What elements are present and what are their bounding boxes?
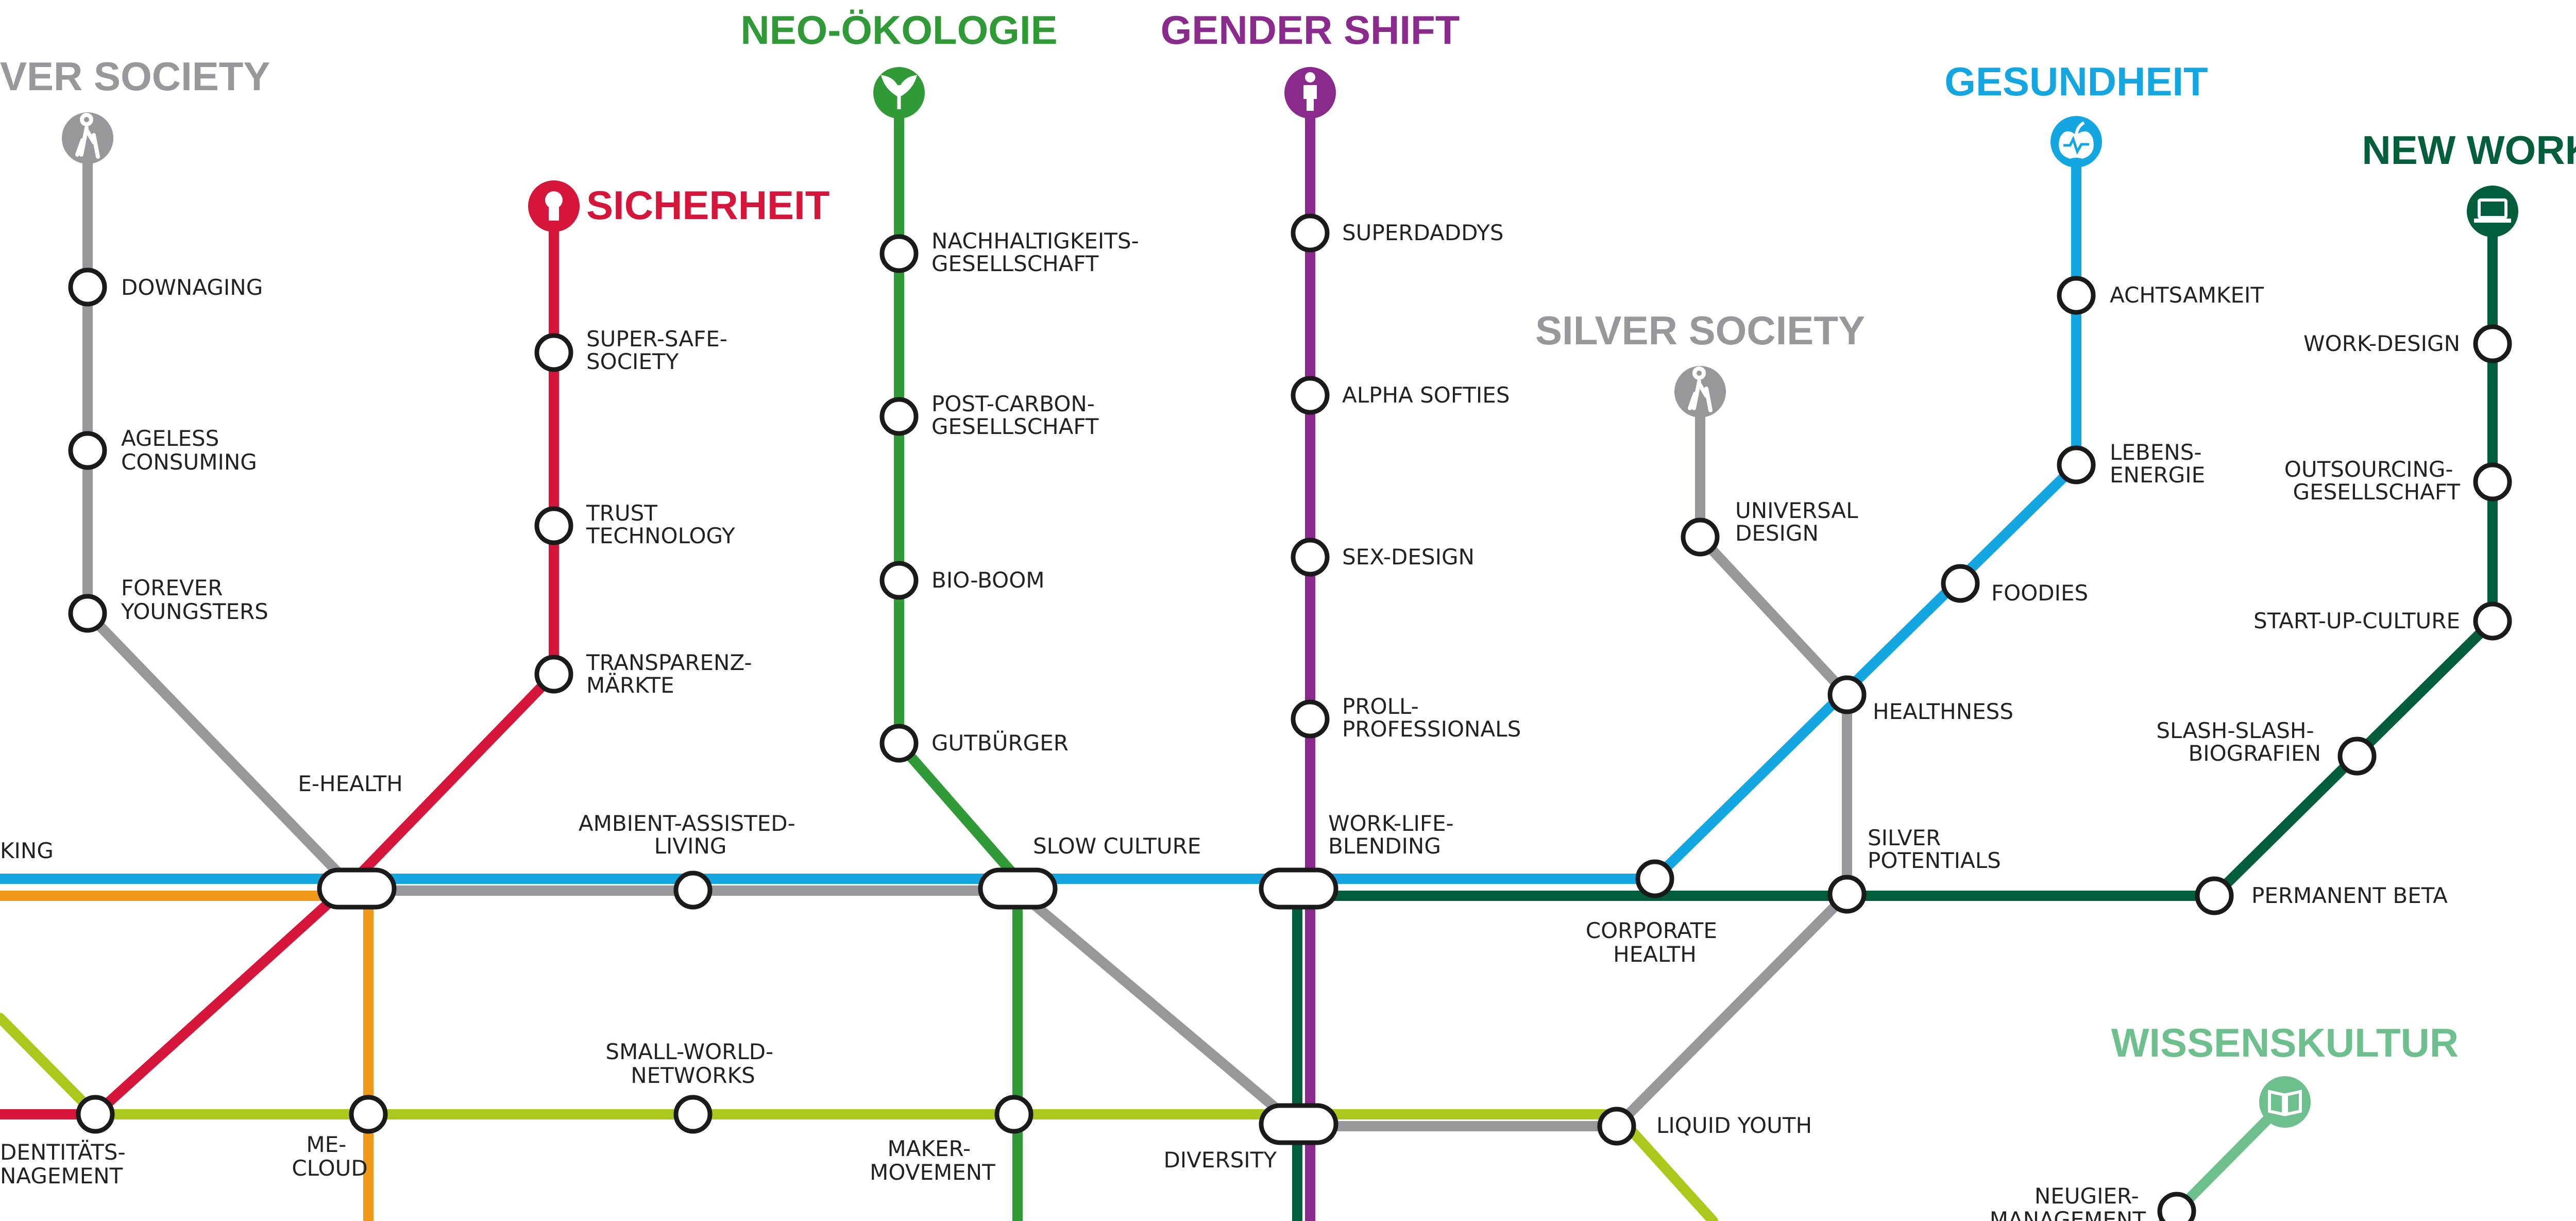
station-label-slash-slash-biografien: SLASH-SLASH- BIOGRAFIEN [2156,718,2321,766]
station-label-lebens-energie: LEBENS- ENERGIE [2110,440,2209,488]
book-icon [2259,1076,2311,1128]
station-label-work-design: WORK-DESIGN [2303,331,2460,356]
megatrend-title-gender-shift: GENDER SHIFT [1161,7,1460,53]
station-maker-movement[interactable] [994,1095,1033,1134]
station-small-world-networks[interactable] [673,1095,713,1134]
station-superdaddys[interactable] [1291,213,1330,253]
megatrend-title-wissenskultur: WISSENSKULTUR [2111,1020,2459,1065]
station-neugier-management[interactable] [2157,1192,2196,1221]
station-label-liquid-youth: LIQUID YOUTH [1656,1113,1812,1138]
megatrend-title-neo-oekologie: NEO-ÖKOLOGIE [740,7,1057,53]
station-label-foodies: FOODIES [1991,580,2088,606]
station-alpha-softies[interactable] [1291,376,1330,415]
station-super-safe-society[interactable] [534,333,573,372]
megatrend-title-gesundheit: GESUNDHEIT [1944,59,2208,104]
keyhole-icon [528,180,580,232]
station-work-design[interactable] [2473,324,2512,363]
station-label-proll-professionals: PROLL- PROFESSIONALS [1342,694,1521,742]
station-label-transparenz-maerkte: TRANSPARENZ- MÄRKTE [586,650,759,698]
station-label-downaging: DOWNAGING [121,275,263,300]
station-healthness[interactable] [1827,675,1867,714]
station-corporate-health[interactable] [1635,859,1674,898]
station-identitaets-management[interactable] [76,1095,115,1134]
station-label-diversity: DIVERSITY [1163,1147,1277,1173]
line-lime [0,1013,1718,1221]
station-gutbuerger[interactable] [879,724,919,763]
station-forever-youngsters[interactable] [68,594,107,633]
laptop-icon [2467,186,2518,237]
interchange-e-health[interactable] [317,867,397,910]
station-label-small-world-networks: SMALL-WORLD- NETWORKS [605,1039,780,1088]
station-label-sex-design: SEX-DESIGN [1342,544,1475,570]
megatrend-title-new-work: NEW WORK [2362,127,2576,173]
station-slash-slash-biografien[interactable] [2337,737,2377,776]
station-outsourcing-gesellschaft[interactable] [2473,462,2512,501]
person-icon [1284,67,1336,119]
megatrend-title-sicherheit: SICHERHEIT [586,182,829,228]
station-transparenz-maerkte[interactable] [534,655,573,694]
station-label-universal-design: UNIVERSAL DESIGN [1735,498,1865,546]
station-label-identitaets-management: DENTITÄTS- NAGEMENT [0,1139,132,1189]
station-label-post-carbon-gesellschaft: POST-CARBON- GESELLSCHAFT [931,391,1101,439]
station-ambient-assisted-living[interactable] [673,871,713,910]
station-label-ageless-consuming: AGELESS CONSUMING [121,426,257,475]
station-label-me-cloud: ME- CLOUD [292,1132,367,1181]
station-label-forever-youngsters: FOREVER YOUNGSTERS [121,575,268,624]
station-label-start-up-culture: START-UP-CULTURE [2253,608,2460,633]
station-label-super-safe-society: SUPER-SAFE- SOCIETY [586,326,734,374]
interchange-diversity[interactable] [1259,1103,1338,1145]
station-proll-professionals[interactable] [1291,699,1330,739]
station-downaging[interactable] [68,267,107,307]
station-label-permanent-beta: PERMANENT BETA [2251,883,2448,908]
station-label-silver-potentials: SILVER POTENTIALS [1868,825,2001,873]
station-label-maker-movement: MAKER- MOVEMENT [870,1136,995,1185]
station-label-e-health: E-HEALTH [298,771,402,796]
station-label-trust-technology: TRUST TECHNOLOGY [586,500,735,548]
station-label-gutbuerger: GUTBÜRGER [931,730,1069,756]
station-universal-design[interactable] [1681,517,1720,557]
apple-icon [2050,116,2102,168]
station-label-slow-culture: SLOW CULTURE [1033,833,1201,859]
station-nachhaltigkeits-gesellschaft[interactable] [879,234,919,273]
station-label-nachhaltigkeits-gesellschaft: NACHHALTIGKEITS- GESELLSCHAFT [931,228,1146,276]
megatrend-title-silver-society-left: VER SOCIETY [0,54,270,99]
station-permanent-beta[interactable] [2195,876,2234,915]
station-post-carbon-gesellschaft[interactable] [879,397,919,436]
station-label-achtsamkeit: ACHTSAMKEIT [2110,282,2264,308]
station-label-ambient-assisted-living: AMBIENT-ASSISTED- LIVING [579,811,802,859]
walking-person-icon [62,112,113,164]
station-trust-technology[interactable] [534,506,573,545]
station-foodies[interactable] [1941,564,1980,603]
station-label-neugier-management: NEUGIER- MANAGEMENT [1990,1183,2146,1221]
station-label-healthness: HEALTHNESS [1873,699,2013,724]
plant-icon [873,67,925,119]
station-label-alpha-softies: ALPHA SOFTIES [1342,382,1510,408]
station-achtsamkeit[interactable] [2057,276,2096,315]
station-label-corporate-health: CORPORATE HEALTH [1586,918,1724,967]
station-start-up-culture[interactable] [2473,601,2512,641]
interchange-work-life-blending[interactable] [1259,867,1338,910]
station-silver-potentials[interactable] [1827,875,1867,914]
station-lebens-energie[interactable] [2057,445,2096,484]
station-liquid-youth[interactable] [1597,1107,1636,1146]
station-ageless-consuming[interactable] [68,431,107,470]
station-label-bio-boom: BIO-BOOM [931,567,1045,593]
interchange-slow-culture[interactable] [978,867,1058,910]
megatrend-title-silver-society-right: SILVER SOCIETY [1535,308,1865,353]
station-label-king-partial: KING [0,838,54,863]
station-me-cloud[interactable] [349,1095,388,1134]
station-bio-boom[interactable] [879,561,919,600]
station-label-outsourcing-gesellschaft: OUTSOURCING- GESELLSCHAFT [2284,457,2461,505]
station-label-superdaddys: SUPERDADDYS [1342,220,1503,245]
line-silver-horizontal [350,690,1852,1131]
station-sex-design[interactable] [1291,538,1330,577]
station-label-work-life-blending: WORK-LIFE- BLENDING [1328,811,1461,859]
walking-person-icon [1674,366,1726,417]
